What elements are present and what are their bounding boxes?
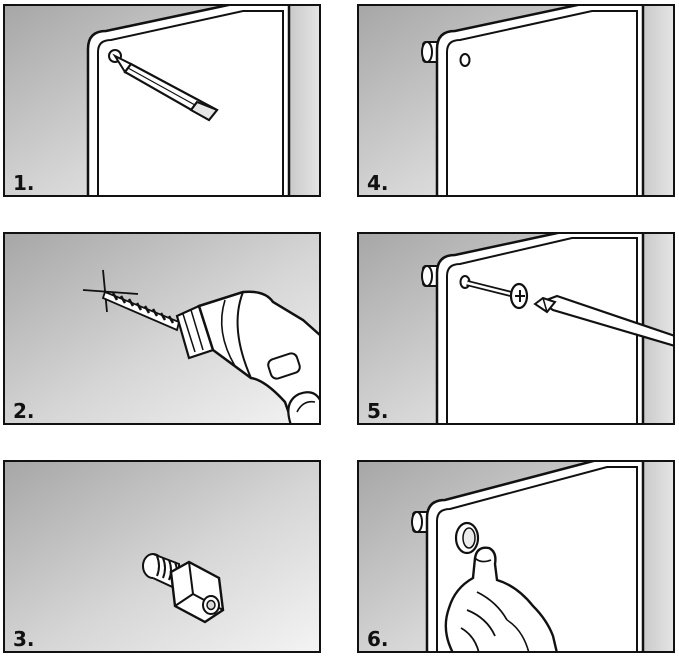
pencil-icon bbox=[112, 53, 219, 122]
step-6-illustration bbox=[357, 460, 675, 653]
screw-icon bbox=[466, 280, 529, 310]
step-5-illustration bbox=[357, 232, 675, 425]
step-number: 3. bbox=[13, 627, 35, 651]
step-1-panel: 1. bbox=[3, 4, 321, 197]
step-1-illustration bbox=[3, 4, 321, 197]
mounting-post-icon bbox=[421, 265, 446, 287]
hand-icon bbox=[444, 546, 559, 653]
wall-plug-icon bbox=[142, 553, 225, 624]
step-4-illustration bbox=[357, 4, 675, 197]
crosshair-mark bbox=[82, 269, 139, 313]
step-number: 5. bbox=[367, 399, 389, 423]
step-2-illustration bbox=[3, 232, 321, 425]
screwdriver-icon bbox=[533, 294, 675, 348]
step-6-panel: 6. bbox=[357, 460, 675, 653]
step-2-panel: 2. bbox=[3, 232, 321, 425]
cover-cap bbox=[454, 521, 480, 555]
step-number: 4. bbox=[367, 171, 389, 195]
step-number: 6. bbox=[367, 627, 389, 651]
step-3-illustration bbox=[3, 460, 321, 653]
step-3-panel: 3. bbox=[3, 460, 321, 653]
drill-icon bbox=[101, 290, 321, 425]
step-5-panel: 5. bbox=[357, 232, 675, 425]
step-4-panel: 4. bbox=[357, 4, 675, 197]
step-number: 1. bbox=[13, 171, 35, 195]
step-number: 2. bbox=[13, 399, 35, 423]
